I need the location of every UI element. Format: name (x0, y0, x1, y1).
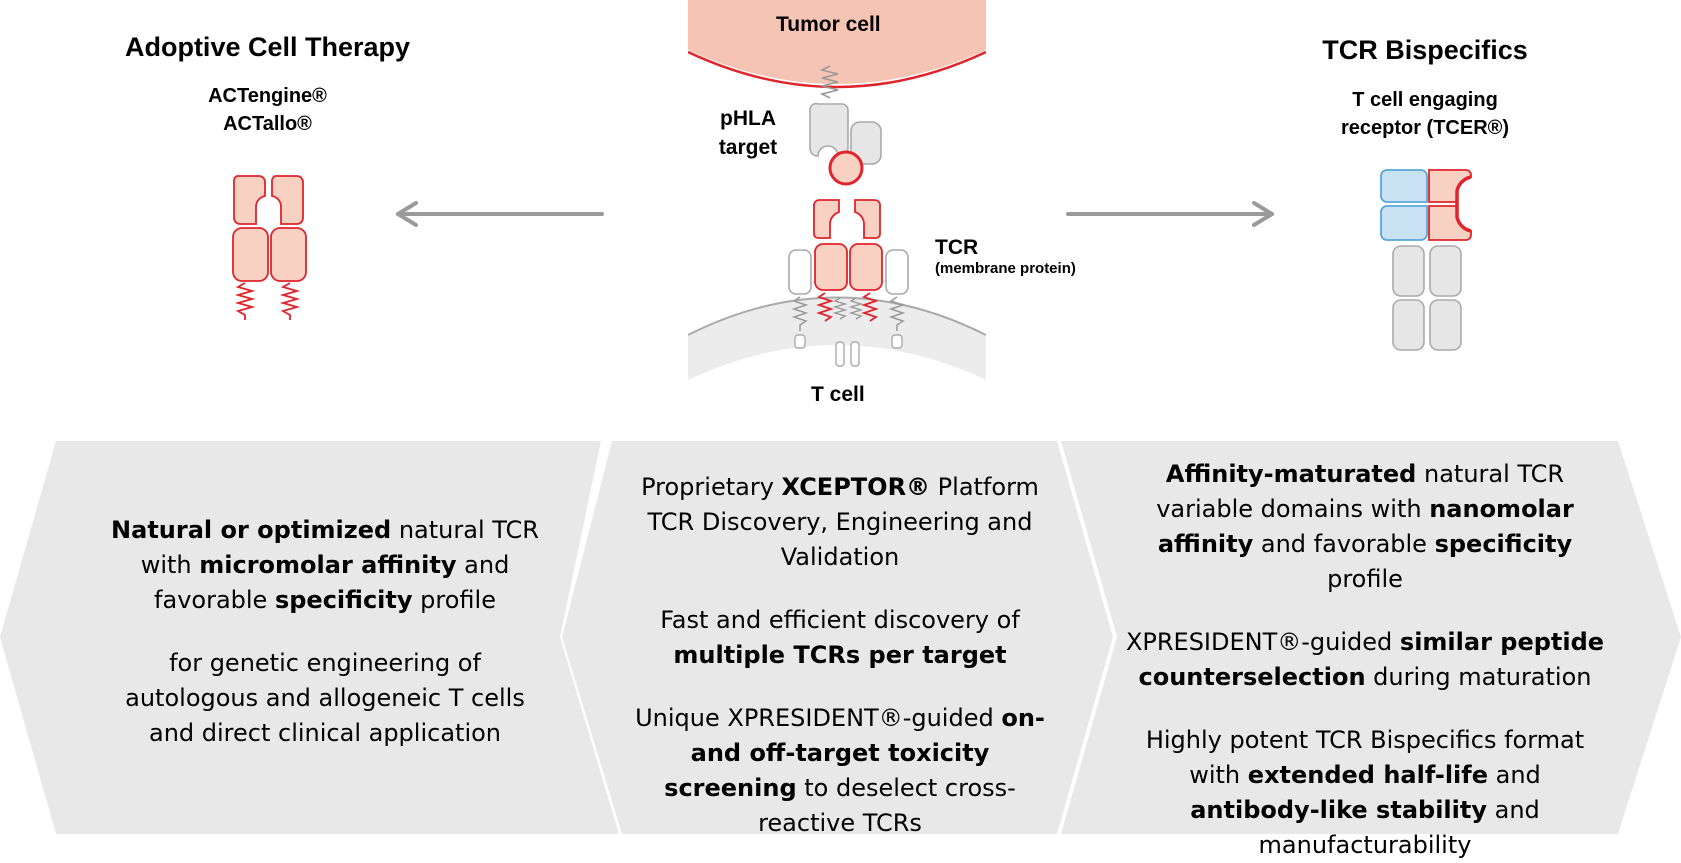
bold-text: Natural or optimized (111, 516, 392, 544)
right-subtitle-line-1: T cell engaging (1352, 89, 1498, 111)
text-run: Fast and efficient discovery of (660, 606, 1020, 634)
text-run: XPRESIDENT®-guided (1125, 628, 1400, 656)
phla-label: pHLA target (718, 104, 778, 162)
phla-label-line-1: pHLA (720, 107, 776, 130)
panel-center-text: Proprietary XCEPTOR® Platform TCR Discov… (630, 470, 1050, 841)
panel-paragraph: Proprietary XCEPTOR® Platform TCR Discov… (630, 470, 1050, 575)
tcr-sublabel: (membrane protein) (935, 260, 1076, 277)
bold-text: nanomolar affinity (1157, 495, 1574, 558)
panel-right-text: Affinity-maturated natural TCR variable … (1125, 457, 1605, 863)
diagram-canvas (0, 0, 1681, 834)
bold-text: Affinity-maturated (1165, 460, 1417, 488)
bold-text: micromolar affinity (199, 551, 457, 579)
panel-left-shape (0, 441, 619, 834)
right-subtitle: T cell engaging receptor (TCER®) (1275, 86, 1575, 142)
panel-center-shape (562, 441, 1113, 834)
t-cell-membrane (688, 296, 986, 380)
left-title: Adoptive Cell Therapy (124, 32, 411, 62)
text-run: profile (1327, 565, 1403, 593)
panel-paragraph: Unique XPRESIDENT®-guided on- and off-ta… (630, 701, 1050, 841)
text-run: for genetic engineering of autologous an… (125, 649, 525, 747)
text-run: and favorable (154, 551, 510, 614)
bold-text: antibody-like stability (1190, 796, 1487, 824)
arrow-right (1066, 201, 1274, 227)
text-run: natural TCR with (140, 516, 539, 579)
phla-molecule (809, 65, 882, 186)
bold-text: XCEPTOR® (781, 473, 931, 501)
t-cell-label: T cell (811, 383, 865, 406)
product-actallo: ACTallo® (223, 113, 312, 135)
panel-paragraph: XPRESIDENT®-guided similar peptide count… (1125, 625, 1605, 695)
panel-paragraph: Highly potent TCR Bispecifics format wit… (1125, 723, 1605, 863)
bold-text: specificity (1434, 530, 1573, 558)
text-run: and favorable (1253, 530, 1435, 558)
text-run: Highly potent TCR Bispecifics format wit… (1145, 726, 1585, 789)
bold-text: similar peptide counterselection (1138, 628, 1605, 691)
tcr-label: TCR (935, 236, 979, 259)
panel-paragraph: for genetic engineering of autologous an… (110, 646, 540, 751)
tcr-complex (788, 199, 909, 367)
text-run: and (1488, 761, 1541, 789)
bold-text: specificity (274, 586, 413, 614)
text-run: during maturation (1365, 663, 1592, 691)
panel-left-text: Natural or optimized natural TCR with mi… (110, 513, 540, 751)
product-actengine: ACTengine® (208, 85, 327, 107)
text-run: Unique XPRESIDENT®-guided (635, 704, 1002, 732)
tcer-molecule (1380, 169, 1472, 351)
tumor-cell-membrane (688, 0, 986, 89)
act-tcr-molecule (232, 175, 307, 320)
panel-paragraph: Fast and efficient discovery of multiple… (630, 603, 1050, 673)
left-products: ACTengine® ACTallo® (180, 82, 355, 138)
phla-label-line-2: target (718, 136, 778, 159)
arrow-left (396, 201, 604, 227)
bold-text: on- and off-target toxicity screening (664, 704, 1045, 802)
panel-paragraph: Affinity-maturated natural TCR variable … (1125, 457, 1605, 597)
text-run: natural TCR variable domains with (1156, 460, 1565, 523)
tumor-cell-label: Tumor cell (776, 13, 881, 36)
text-run: to deselect cross-reactive TCRs (758, 774, 1016, 837)
panel-paragraph: Natural or optimized natural TCR with mi… (110, 513, 540, 618)
bold-text: extended half-life (1247, 761, 1488, 789)
right-title: TCR Bispecifics (1322, 35, 1528, 65)
text-run: profile (412, 586, 496, 614)
bold-text: multiple TCRs per target (673, 641, 1007, 669)
panel-right-shape (1061, 441, 1681, 834)
text-run: Platform TCR Discovery, Engineering and … (647, 473, 1039, 571)
text-run: Proprietary (641, 473, 782, 501)
right-subtitle-line-2: receptor (TCER®) (1340, 117, 1510, 139)
